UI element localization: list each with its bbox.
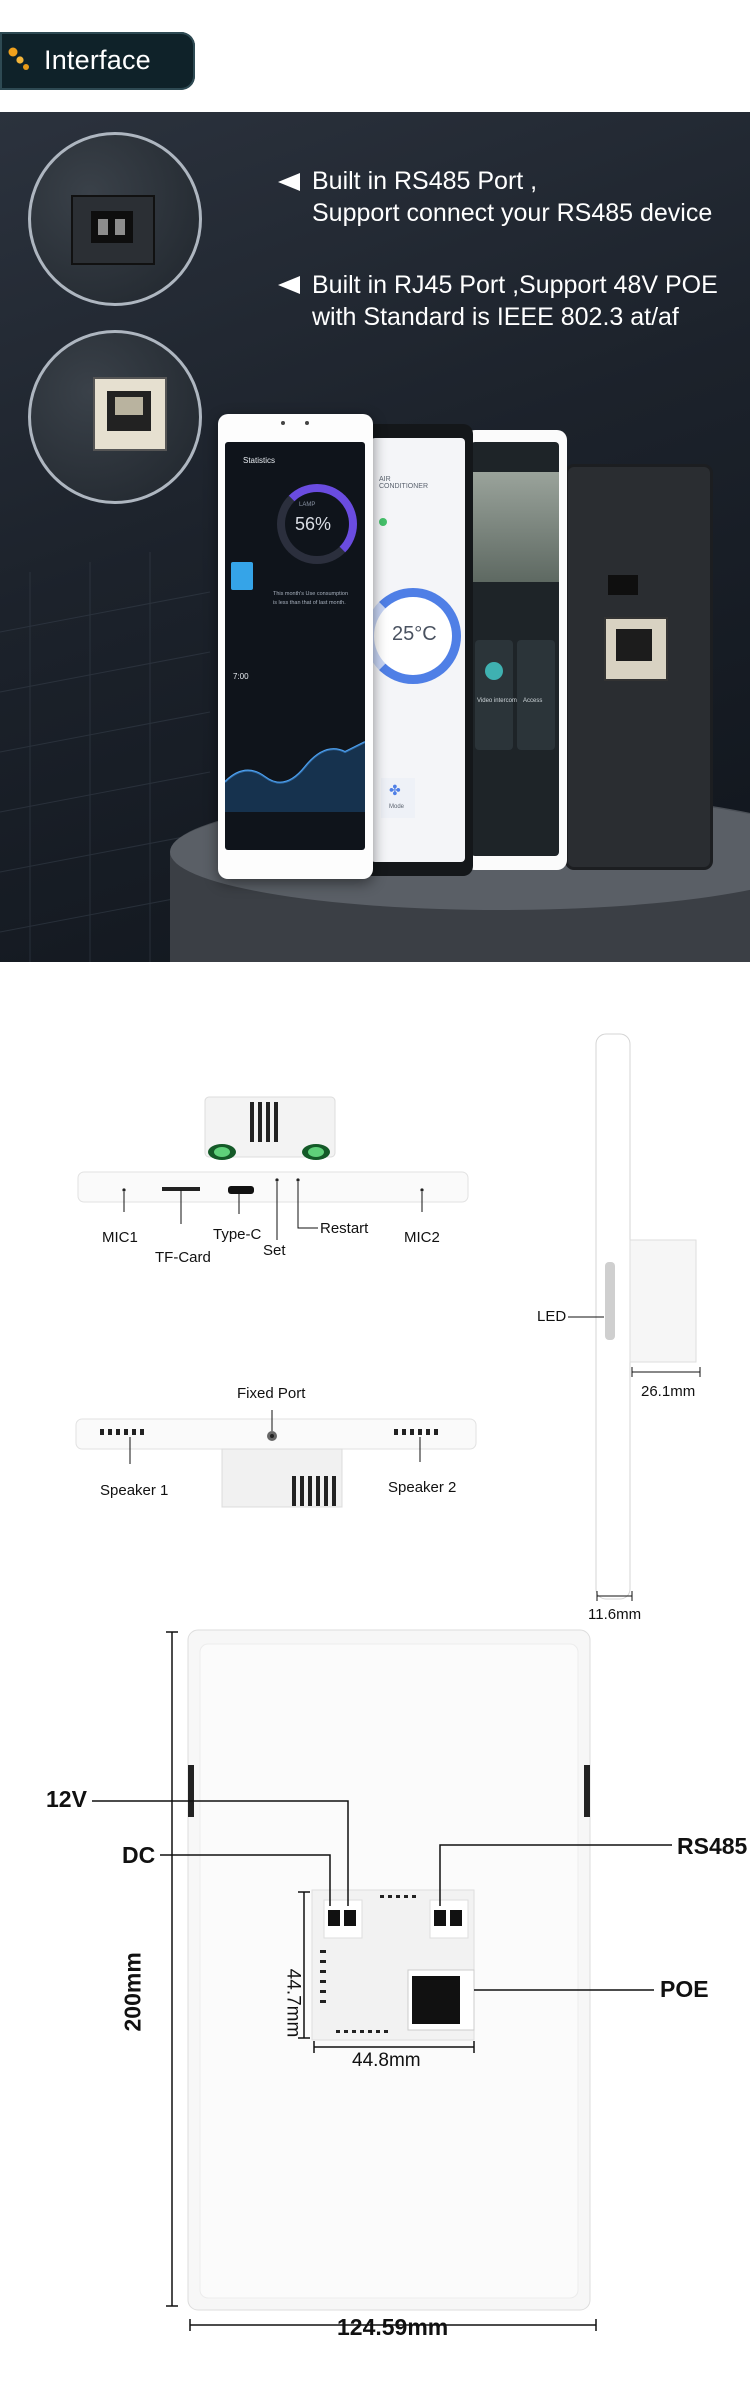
fixed-port-label: Fixed Port xyxy=(237,1385,306,1402)
panel-back-device xyxy=(568,467,710,867)
12v-label: 12V xyxy=(46,1786,87,1812)
fan-icon: ✤ xyxy=(389,782,401,798)
sensor-dot xyxy=(305,421,309,425)
depth-dimension: 26.1mm xyxy=(641,1383,696,1400)
rs485-label: RS485 xyxy=(677,1833,748,1859)
device-screen: AIR CONDITIONER 25°C ✤ Mode xyxy=(371,438,465,862)
section-header: Interface xyxy=(0,32,195,90)
mic1-label: MIC1 xyxy=(102,1229,138,1246)
mode-label: Mode xyxy=(389,804,405,810)
panel-device-ac: AIR CONDITIONER 25°C ✤ Mode xyxy=(363,424,473,876)
access-tile: Access xyxy=(517,640,555,750)
dots-icon xyxy=(8,47,29,70)
speaker1-label: Speaker 1 xyxy=(100,1482,169,1499)
tf-card-label: TF-Card xyxy=(155,1249,211,1266)
intercom-tile: Video intercom xyxy=(475,640,517,750)
intercom-label: Video intercom xyxy=(477,698,517,704)
set-label: Set xyxy=(263,1242,286,1259)
device-screen: Video intercom Access xyxy=(471,442,559,856)
energy-line-chart xyxy=(225,741,365,812)
lamp-label: LAMP xyxy=(299,502,316,508)
ac-title: AIR CONDITIONER xyxy=(379,476,428,490)
lamp-value: 56% xyxy=(295,514,332,534)
rj45-socket xyxy=(107,391,151,431)
power-indicator-icon xyxy=(379,518,387,526)
access-label: Access xyxy=(523,698,543,704)
rs485-socket xyxy=(608,575,638,595)
pointer-arrow-icon xyxy=(278,173,300,191)
mode-tile: ✤ Mode xyxy=(381,778,415,818)
height-dimension: 200mm xyxy=(119,1952,146,2032)
rj45-port-image xyxy=(93,377,167,451)
lamp-tile xyxy=(231,562,253,590)
rj45-zoom-circle xyxy=(28,330,202,504)
led-label: LED xyxy=(537,1308,567,1325)
time-value: 7:00 xyxy=(233,672,249,681)
panel-device-statistics: Statistics LAMP 56% This month's Use con… xyxy=(218,414,373,879)
device-screen: Statistics LAMP 56% This month's Use con… xyxy=(225,442,365,850)
page-title: Interface xyxy=(44,45,151,75)
width-dimension: 124.59mm xyxy=(337,2314,449,2340)
pointer-arrow-icon xyxy=(278,276,300,294)
temperature-value: 25°C xyxy=(392,623,437,645)
rs485-pin xyxy=(98,219,108,235)
phone-icon xyxy=(485,662,503,680)
type-c-label: Type-C xyxy=(213,1226,262,1243)
device-back-view xyxy=(92,1629,672,2331)
rs485-socket xyxy=(91,211,133,243)
device-side-views xyxy=(75,1033,701,1601)
feature-rs485-line1: Built in RS485 Port , xyxy=(312,167,538,195)
camera-dot xyxy=(281,421,285,425)
panel-device-intercom: Video intercom Access xyxy=(465,430,567,870)
room-photo xyxy=(471,472,559,582)
dc-label: DC xyxy=(122,1842,156,1868)
poe-label: POE xyxy=(660,1976,709,2002)
inner-height-dimension: 44.7mm xyxy=(282,1968,304,2038)
speaker2-label: Speaker 2 xyxy=(388,1479,457,1496)
lamp-dial: LAMP 56% xyxy=(277,484,357,564)
rs485-port-image xyxy=(71,195,155,265)
feature-rj45-line1: Built in RJ45 Port ,Support 48V POE xyxy=(312,271,718,299)
screen-title: Statistics xyxy=(243,456,276,465)
temperature-dial: 25°C xyxy=(371,588,461,684)
rs485-pin xyxy=(115,219,125,235)
feature-rj45-line2: with Standard is IEEE 802.3 at/af xyxy=(312,303,679,331)
mic2-label: MIC2 xyxy=(404,1229,440,1246)
feature-rs485-line2: Support connect your RS485 device xyxy=(312,199,713,227)
thickness-dimension: 11.6mm xyxy=(588,1606,642,1623)
rj45-socket xyxy=(616,629,652,661)
rj45-contacts xyxy=(115,397,143,415)
usage-hint-text: This month's Use consumption is less tha… xyxy=(273,591,349,606)
inner-width-dimension: 44.8mm xyxy=(352,2050,421,2071)
restart-label: Restart xyxy=(320,1220,369,1237)
hero-banner: Built in RS485 Port , Support connect yo… xyxy=(0,112,750,962)
rj45-port-image xyxy=(604,617,668,681)
rs485-zoom-circle xyxy=(28,132,202,306)
